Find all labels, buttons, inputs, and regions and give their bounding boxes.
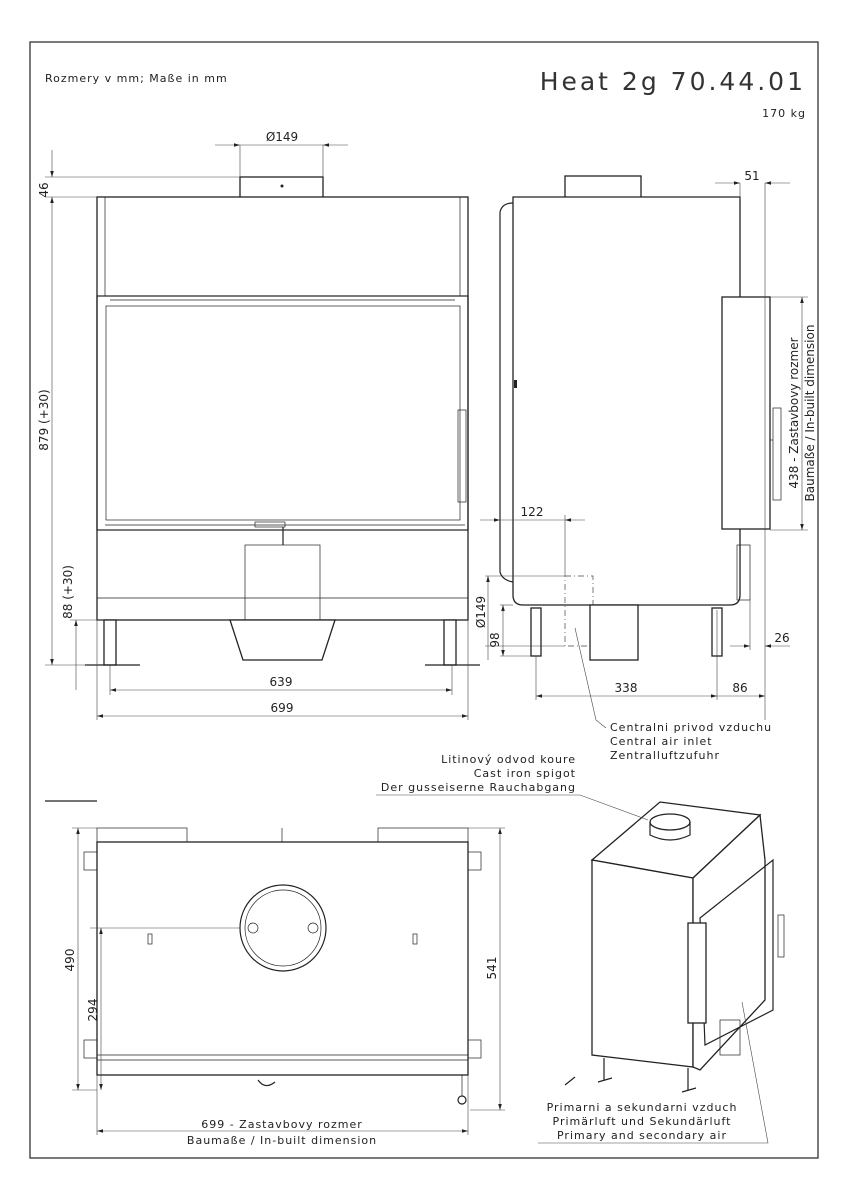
iso-view: Litinový odvod koure Cast iron spigot De… [376, 753, 785, 1144]
air-label-de: Primärluft und Sekundärluft [553, 1115, 732, 1128]
inlet-offset-dim: 122 [521, 505, 544, 519]
door-glass [105, 305, 461, 521]
air-inlet-label-de: Zentralluftzufuhr [610, 749, 720, 762]
flue-diameter-dim: Ø149 [266, 130, 298, 144]
side-view: 51 438 - Zastavbovy rozmer Baumaße / In-… [474, 169, 817, 762]
stove-body-top [96, 841, 469, 1076]
inlet-height-dim: 98 [488, 632, 502, 647]
air-inlet-pipe [564, 575, 594, 647]
iso-front [692, 813, 766, 1071]
inbuilt-depth-dim: 438 - Zastavbovy rozmer [787, 337, 801, 488]
width-dim: 699 [271, 701, 294, 715]
top-depth-dim: 490 [63, 949, 77, 972]
front-view: Ø149 46 879 (+30) 88 (+30) 639 699 [37, 130, 480, 720]
top-offset-dim: 46 [37, 182, 51, 197]
side-door [721, 296, 771, 530]
ash-drawer [229, 619, 336, 661]
rear-dim: 86 [732, 681, 747, 695]
side-top-offset-dim: 51 [744, 169, 759, 183]
iso-handle [777, 914, 785, 958]
height-dim: 879 (+30) [37, 389, 51, 450]
air-inlet-label-cz: Centralni privod vzduchu [610, 721, 772, 734]
inlet-diameter-dim: Ø149 [474, 596, 488, 628]
door-handle [457, 409, 467, 503]
model-title: Heat 2g 70.44.01 [540, 67, 806, 96]
iso-legs [597, 1058, 697, 1093]
inner-width-dim: 639 [270, 675, 293, 689]
spigot-label-en: Cast iron spigot [474, 767, 576, 780]
iso-side [591, 859, 694, 1068]
front-legs [85, 619, 480, 666]
inbuilt-width-label: Baumaße / In-built dimension [187, 1134, 377, 1147]
flue-offset-dim: 294 [86, 999, 100, 1022]
side-flue [564, 175, 642, 199]
spigot-label-cz: Litinový odvod koure [441, 753, 576, 766]
side-gap-dim: 26 [774, 631, 789, 645]
iso-flue [649, 813, 691, 831]
side-handle [772, 407, 782, 501]
air-label-en: Primary and secondary air [557, 1129, 727, 1142]
top-view: 490 294 541 699 - Zastavbovy rozmer Baum… [45, 800, 505, 1147]
air-inlet-label-en: Central air inlet [610, 735, 713, 748]
units-note: Rozmery v mm; Maße in mm [45, 72, 228, 85]
weight-label: 170 kg [762, 107, 806, 120]
drawing-frame [29, 41, 819, 1159]
spigot-label-de: Der gusseiserne Rauchabgang [381, 781, 576, 794]
air-label-cz: Primarni a sekundarni vzduch [547, 1101, 738, 1114]
stove-body-side [512, 196, 741, 606]
air-inlet-box [589, 604, 639, 661]
inbuilt-width-dim: 699 - Zastavbovy rozmer [201, 1118, 363, 1131]
flue-collar [239, 176, 324, 199]
leg-spacing-dim: 338 [615, 681, 638, 695]
inbuilt-depth-label: Baumaße / In-built dimension [803, 325, 817, 502]
total-depth-dim: 541 [485, 957, 499, 980]
leg-height-dim: 88 (+30) [61, 565, 75, 619]
stove-body-front [96, 196, 469, 621]
